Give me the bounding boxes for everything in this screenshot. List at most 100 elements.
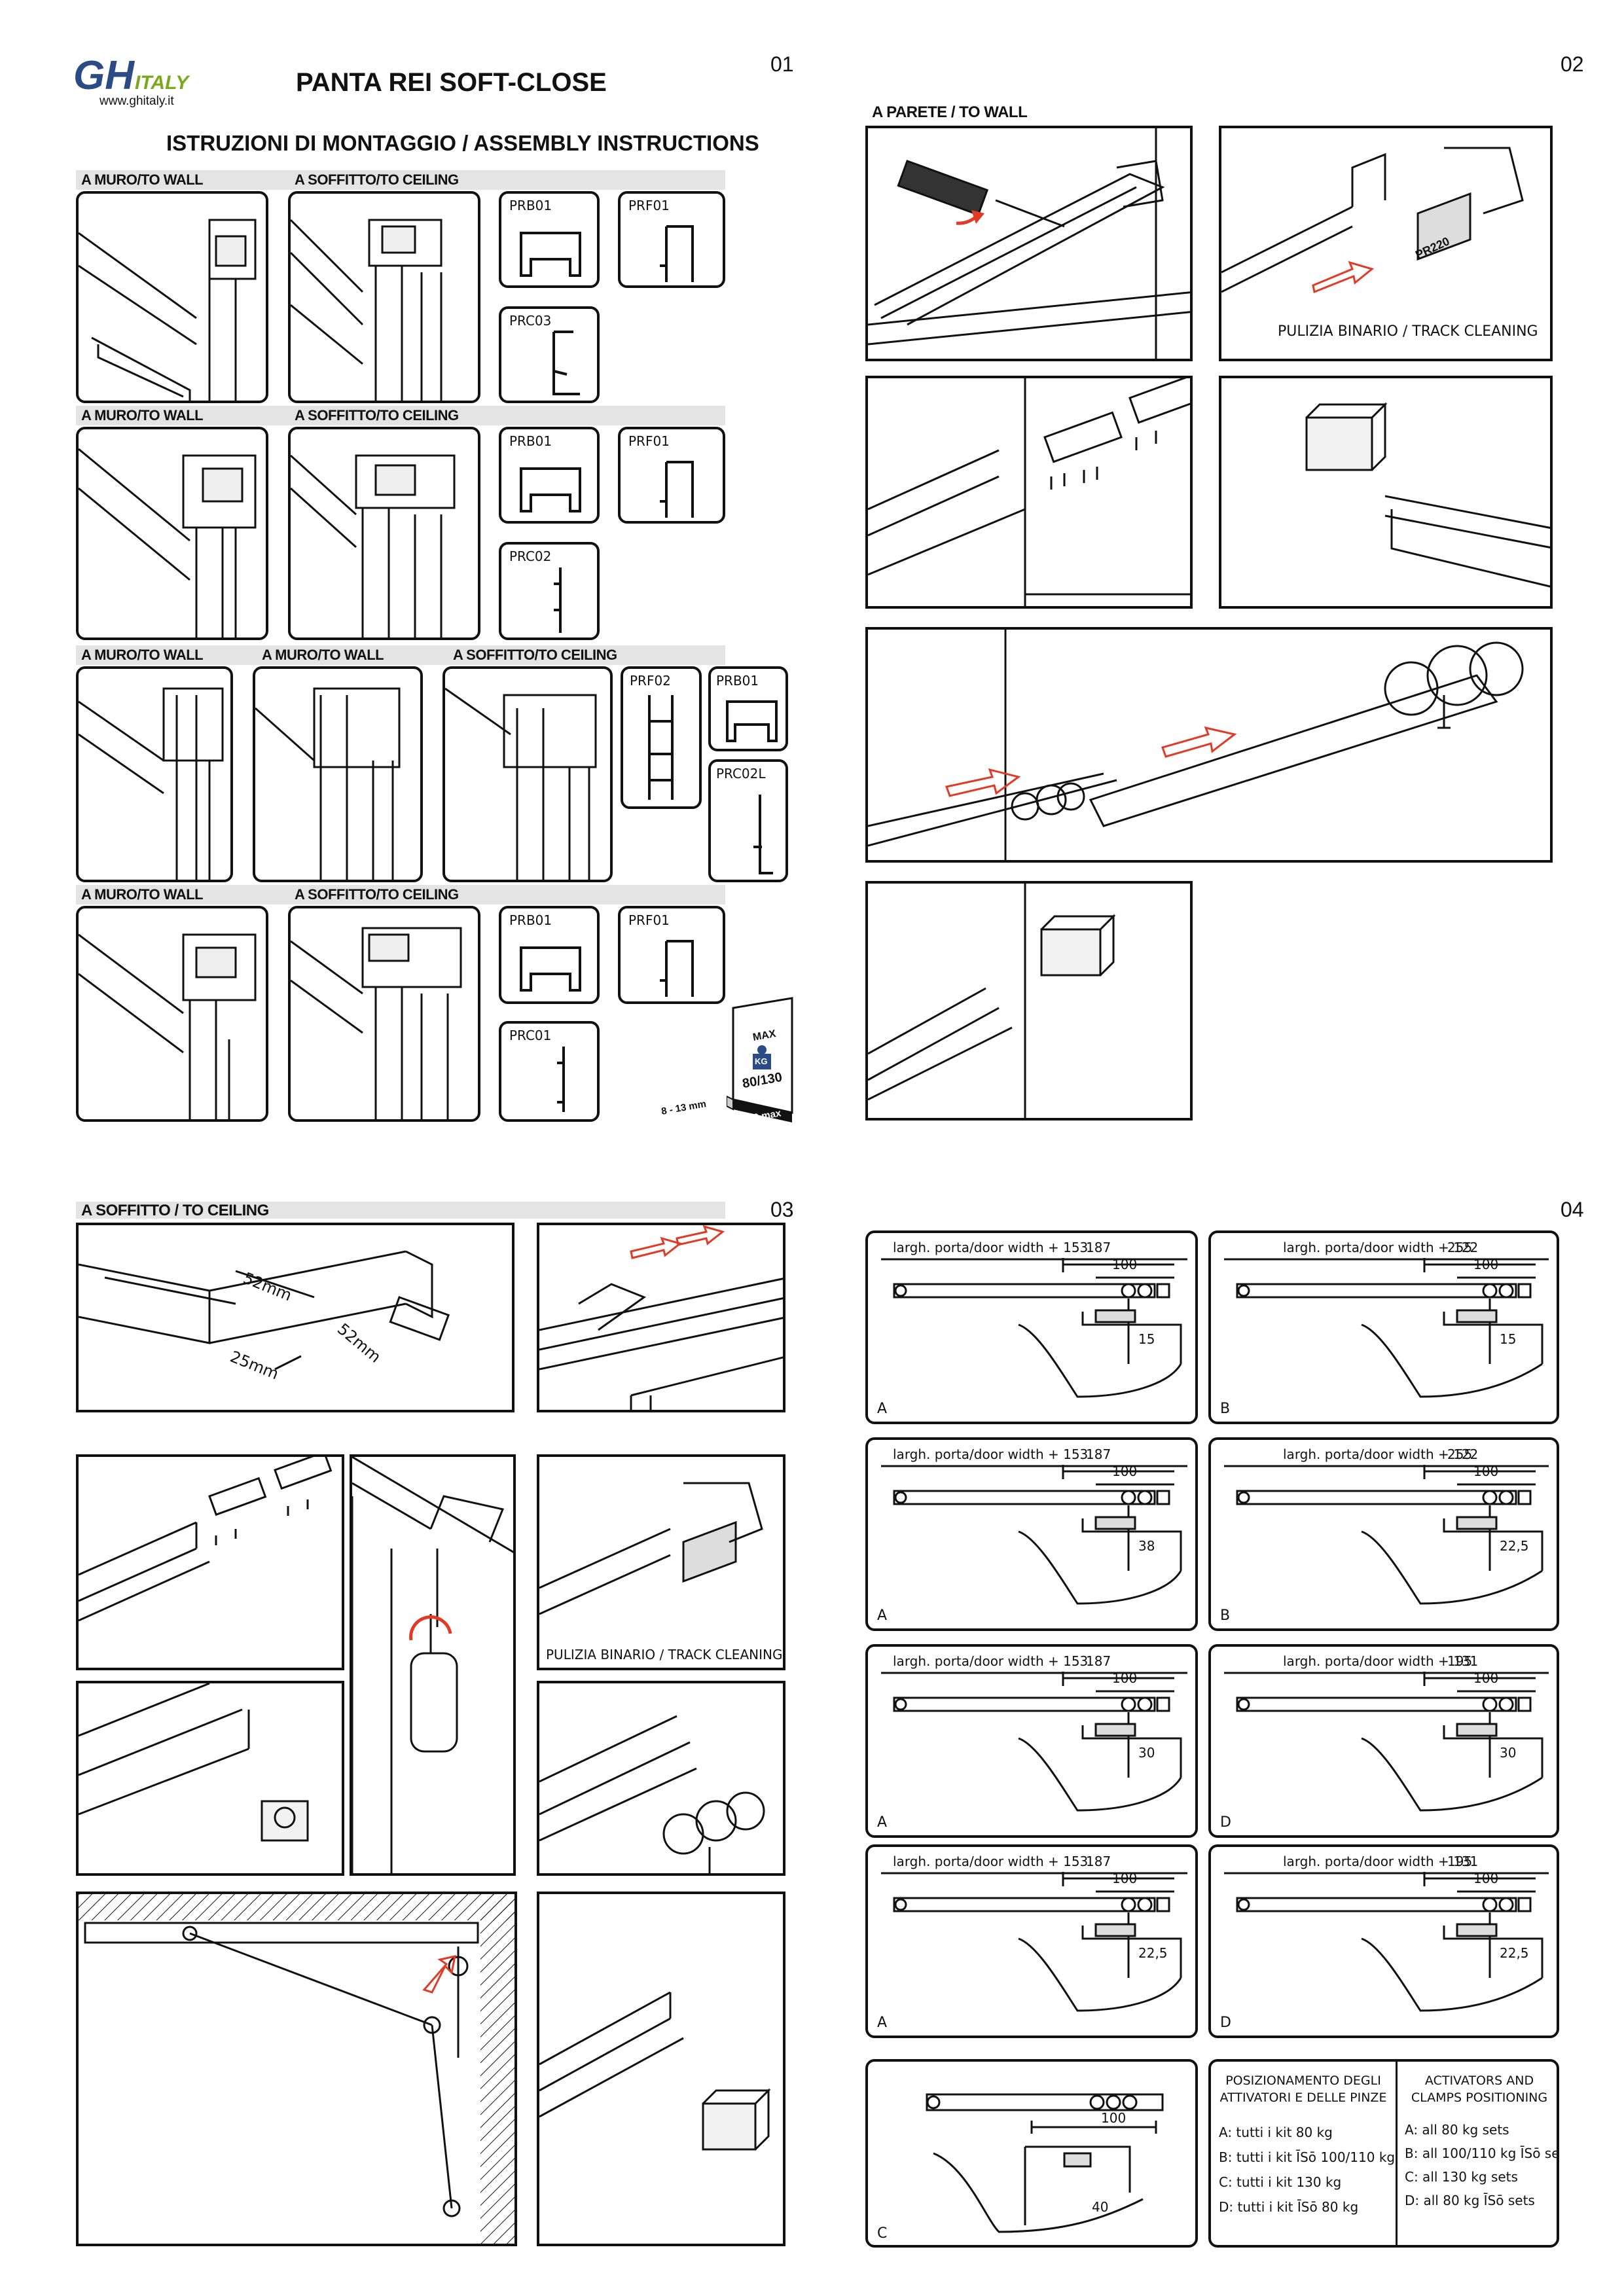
step-insert-clamps [865, 376, 1193, 609]
step-insert-stopper [76, 1681, 344, 1876]
cleaning-caption: PULIZIA BINARIO / TRACK CLEANING [546, 1647, 783, 1662]
section-header: A SOFFITTO / TO CEILING [81, 1202, 269, 1219]
illustration-wall-mount [76, 666, 233, 882]
table-row-it: C: tutti i kit 130 kg [1219, 2174, 1342, 2190]
mount-label: A SOFFITTO/TO CEILING [295, 171, 459, 188]
width-label: largh. porta/door width + 122 [1283, 1240, 1479, 1255]
profile-code: PRB01 [509, 433, 552, 449]
diagram-letter: A [877, 2015, 888, 2031]
mount-label: A SOFFITTO/TO CEILING [295, 407, 459, 423]
profile-code: PRB01 [716, 673, 759, 689]
dimension-value: 15 [1500, 1331, 1517, 1347]
step-profile-dimensions: 52mm 25mm 52mm [76, 1223, 514, 1412]
table-row-it: D: tutti i kit ĪSō 80 kg [1219, 2199, 1359, 2215]
profile-code: PRB01 [509, 912, 552, 928]
table-row-en: B: all 100/110 kg ĪSō sets [1405, 2145, 1559, 2161]
width-label: largh. porta/door width + 131 [1283, 1653, 1479, 1669]
profile-card: PRC01 [499, 1021, 600, 1122]
step-mount-arm [865, 627, 1553, 863]
dimension-value: 22,5 [1500, 1945, 1529, 1961]
diagram-letter: A [877, 1607, 888, 1624]
profile-card: PRB01 [499, 191, 600, 288]
dimension-value: 100 [1101, 2110, 1127, 2126]
dimension-value: 100 [1112, 1871, 1138, 1886]
dimension-value: 100 [1473, 1670, 1499, 1686]
width-label: largh. porta/door width + 153 [893, 1240, 1089, 1255]
diagram-letter: A [877, 1814, 888, 1831]
dimension-value: 15 [1138, 1331, 1155, 1347]
profile-code: PRC02L [716, 766, 766, 781]
dimension-value: 38 [1138, 1538, 1155, 1554]
dimension-value: 255 [1447, 1446, 1473, 1462]
diagram-letter: D [1220, 1814, 1231, 1831]
step-screw-track [865, 126, 1193, 361]
cleaning-caption: PULIZIA BINARIO / TRACK CLEANING [1278, 323, 1538, 340]
page-number-03: 03 [770, 1198, 794, 1221]
step-insert-stopper [1219, 376, 1553, 609]
section-band [76, 645, 725, 665]
mount-label: A MURO/TO WALL [81, 171, 204, 188]
step-stopper-positioned [537, 1892, 785, 2246]
diagram-letter: A [877, 1401, 888, 1417]
width-label: largh. porta/door width + 153 [893, 1653, 1089, 1669]
mount-label: A MURO/TO WALL [81, 407, 204, 423]
step-track-cleaning: PR220 PULIZIA BINARIO / TRACK CLEANING [1219, 126, 1553, 361]
dimension-value: 40 [1092, 2199, 1109, 2215]
svg-text:GH: GH [73, 53, 135, 98]
badge-kg: KG [755, 1056, 768, 1066]
profile-card: PRC02L [708, 759, 788, 882]
profile-code: PRF02 [630, 673, 671, 689]
step-plan-view [76, 1892, 517, 2246]
positioning-diagram-c: 100 40 C [865, 2059, 1198, 2248]
diagram-letter: B [1220, 1607, 1231, 1624]
illustration-ceiling-mount [288, 906, 480, 1122]
website-url[interactable]: www.ghitaly.it [99, 94, 174, 108]
illustration-wall-mount [253, 666, 423, 882]
dimension-value: 187 [1086, 1446, 1111, 1462]
profile-card: PRB01 [499, 427, 600, 524]
table-heading-it: POSIZIONAMENTO DEGLI ATTIVATORI E DELLE … [1219, 2073, 1387, 2105]
width-label: largh. porta/door width + 153 [893, 1854, 1089, 1869]
section-band [76, 170, 725, 190]
illustration-wall-mount [76, 906, 268, 1122]
profile-card: PRF01 [618, 906, 725, 1004]
dimension-value: 22,5 [1500, 1538, 1529, 1554]
dimension-value: 195 [1447, 1653, 1473, 1669]
dimension-value: 195 [1447, 1854, 1473, 1869]
dimension-value: 187 [1086, 1240, 1111, 1255]
dimension-value: 100 [1112, 1670, 1138, 1686]
table-row-en: C: all 130 kg sets [1405, 2169, 1518, 2185]
document-subtitle: ISTRUZIONI DI MONTAGGIO / ASSEMBLY INSTR… [166, 131, 759, 155]
dimension-value: 100 [1112, 1257, 1138, 1272]
illustration-ceiling-mount [288, 191, 480, 403]
svg-text:ITALY: ITALY [135, 72, 190, 94]
profile-card: PRF01 [618, 191, 725, 288]
section-header: A PARETE / TO WALL [872, 103, 1028, 121]
profile-card: PRF02 [621, 666, 702, 809]
profile-code: PRC01 [509, 1028, 552, 1043]
diagram-letter: B [1220, 1401, 1231, 1417]
logo-mark-icon: GH ITALY [73, 53, 190, 98]
page-number-02: 02 [1561, 52, 1584, 76]
table-divider [1396, 2062, 1398, 2245]
logo: GH ITALY www.ghitaly.it [73, 51, 204, 110]
table-row-it: A: tutti i kit 80 kg [1219, 2125, 1333, 2140]
step-stopper-positioned [865, 881, 1193, 1121]
mount-label: A MURO/TO WALL [81, 647, 204, 663]
illustration-ceiling-mount [288, 427, 480, 640]
profile-card: PRF01 [618, 427, 725, 524]
table-heading-en: ACTIVATORS AND CLAMPS POSITIONING [1411, 2073, 1548, 2105]
dimension-value: 30 [1138, 1745, 1155, 1761]
step-insert-clamps [76, 1454, 344, 1670]
table-row-en: D: all 80 kg ĪSō sets [1405, 2193, 1535, 2208]
section-band [76, 406, 725, 425]
section-band [76, 885, 725, 905]
dimension-value: 100 [1473, 1871, 1499, 1886]
dimension-value: 255 [1447, 1240, 1473, 1255]
dimension-value: 22,5 [1138, 1945, 1168, 1961]
width-label: largh. porta/door width + 131 [1283, 1854, 1479, 1869]
